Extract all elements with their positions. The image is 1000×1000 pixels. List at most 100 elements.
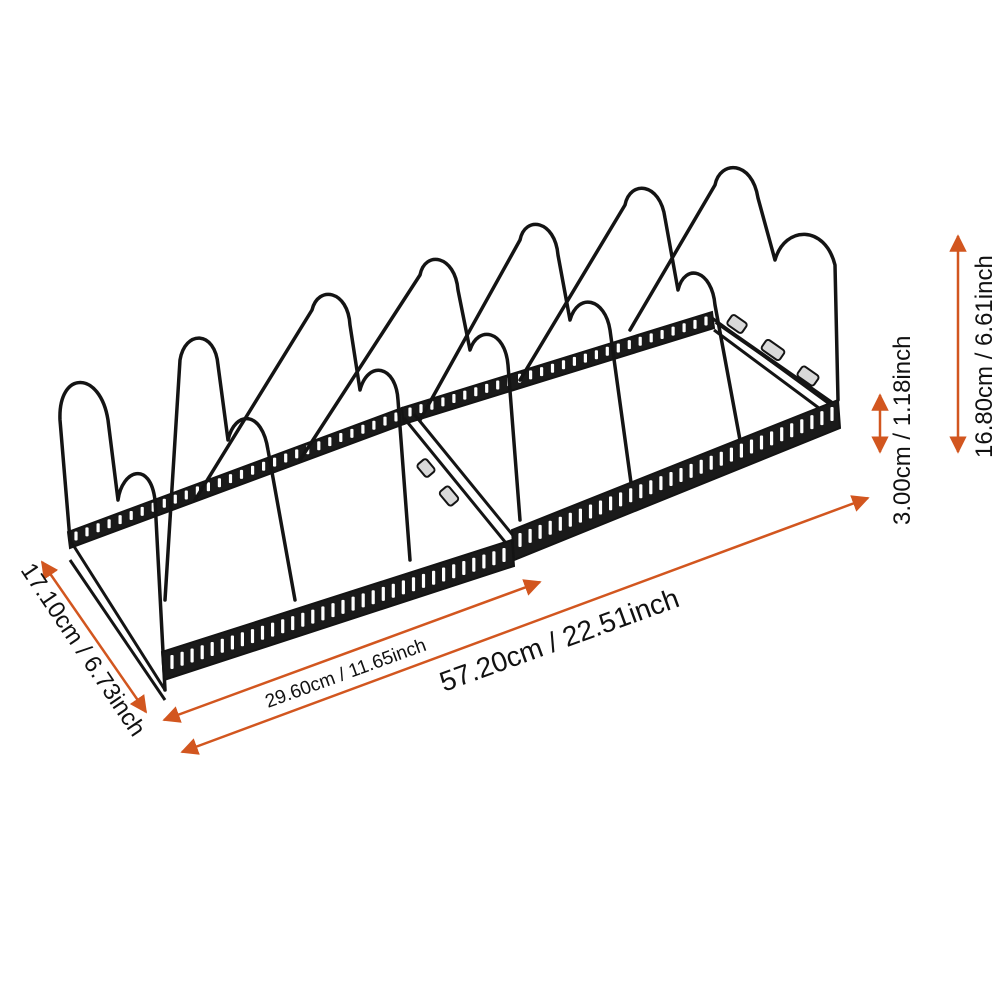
divider-1 [58,380,167,692]
rail-slot [572,356,576,366]
rail-slot [472,557,476,572]
rail-slot [421,573,426,588]
rail-slot [830,407,834,421]
divider-6 [518,186,742,442]
rail-slot [629,488,633,503]
rail-slot [281,619,285,634]
rail-slot [739,443,743,458]
rail-slot [529,370,533,380]
rail-slot [419,404,423,414]
divider-5 [418,222,634,492]
rail-slot [442,567,446,582]
rail-slot [616,343,620,353]
rail-slot [671,326,675,336]
total-height-label: 16.80cm / 6.61inch [971,255,998,458]
rail-slot [568,512,572,527]
rail-slot [502,548,506,562]
divider-3 [193,292,412,562]
rail-slot [170,655,174,669]
rail-slot [350,428,354,438]
rail-slot [301,612,305,627]
rail-slot [321,606,325,621]
rail-slot [689,463,693,478]
rail-slot [485,383,489,393]
total-length-arrow [180,495,870,755]
rail-slot [361,424,365,434]
rail-slot [217,478,221,488]
divider-2 [163,336,297,602]
rail-slot [605,346,609,356]
rail-slot [548,520,552,535]
rail-slot [291,616,295,631]
rail-slot [660,330,664,339]
rail-slot [220,638,224,653]
front-rail-right [510,398,842,562]
rail-slot [339,433,343,442]
rail-slot [649,333,653,343]
rail-slot [190,648,194,663]
rail-slot [118,515,122,525]
rail-slot [770,431,774,446]
rail-slot [251,465,255,475]
rail-slot [492,551,496,566]
rail-slot [496,380,500,390]
rail-slot [228,474,233,484]
rail-slot [411,577,416,592]
rail-slot [240,632,244,647]
rail-slot [800,419,804,434]
divider-7 [628,166,840,402]
rail-slot [341,599,345,614]
rack-frame [68,316,837,701]
rail-slot [790,423,794,438]
rail-slot [372,420,376,430]
rail-slot [140,506,144,516]
rail-slot [295,449,299,459]
rail-slot [619,492,623,507]
rail-slot [284,453,288,463]
rail-slot [401,580,405,595]
rail-slot [518,533,522,547]
rail-slot [627,340,631,350]
pan-rack-illustration [58,166,842,701]
rail-slot [200,645,204,660]
rail-slot [230,635,234,650]
rail-slot [561,360,566,370]
rail-slot [239,469,244,479]
rail-slot [452,394,456,403]
rail-slot [598,500,603,515]
rail-slot [328,437,332,447]
rail-slot [639,484,643,499]
rail-slot [609,496,613,511]
rail-slot [210,642,214,656]
rail-slot [558,516,562,531]
rail-slot [173,494,177,504]
rail-slot [649,480,653,495]
rail-slot [331,603,335,618]
rail-slot [820,411,824,426]
rail-slot [679,468,683,482]
rail-slot [273,457,277,467]
rail-slot [528,528,532,543]
rail-slot [361,593,365,608]
divider-wires [58,166,840,692]
rail-slot [162,498,166,508]
dimension-arrows [40,234,967,755]
rail-slot [693,319,697,329]
rail-slot [262,461,266,471]
width-arrow [40,560,148,714]
rail-slot [129,511,133,520]
rail-slot [578,508,582,523]
rail-slot [659,476,663,491]
rail-slot [729,447,733,462]
rail-slot [371,590,375,605]
rail-slot [588,504,593,519]
rail-slot [709,455,713,470]
rail-slot [184,490,188,500]
rail-slot [74,531,78,541]
rail-slot [381,586,385,601]
rail-slot [538,524,542,539]
rail-slot [482,554,486,569]
rail-slot [441,397,445,407]
